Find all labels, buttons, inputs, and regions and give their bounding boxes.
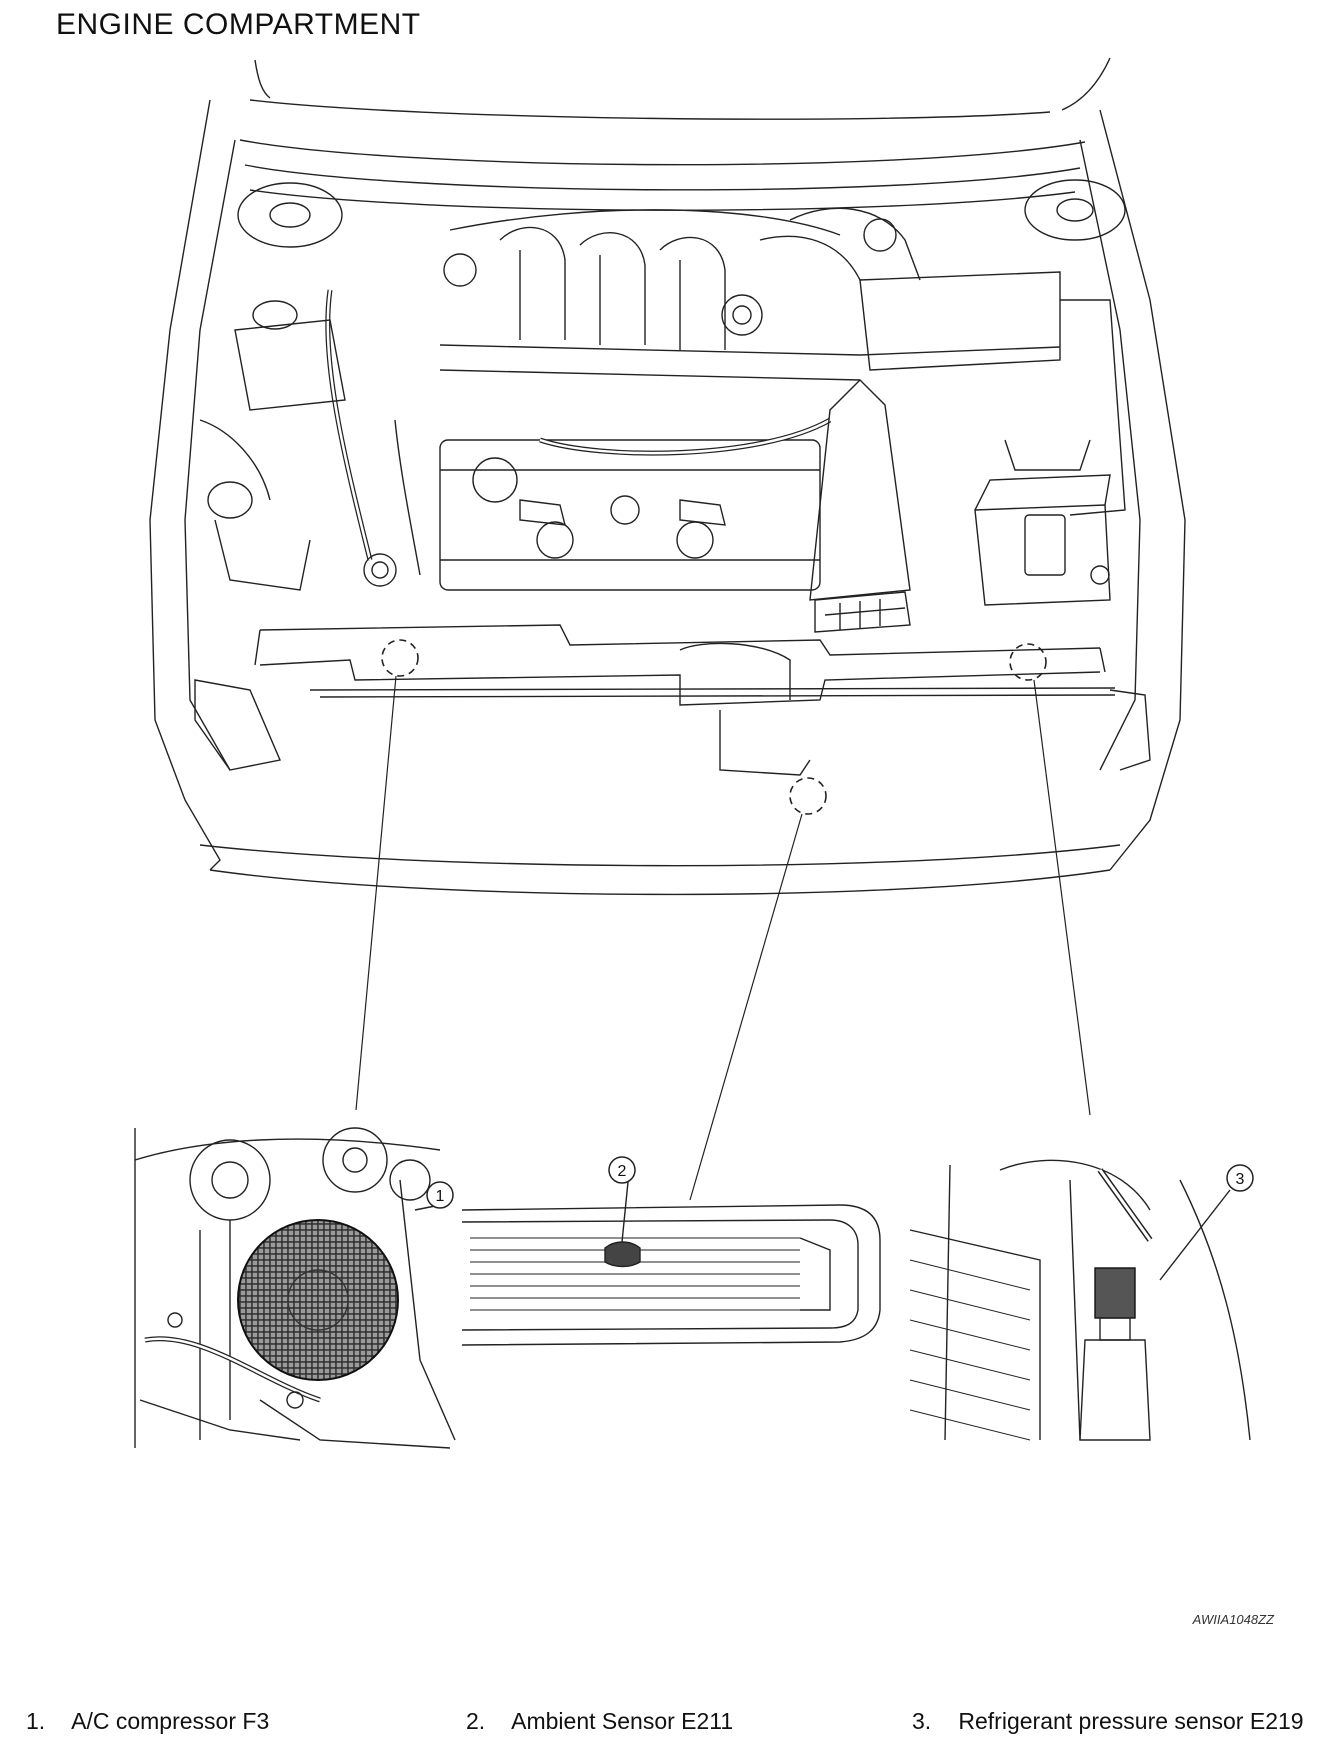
callout-marker-2: 2 xyxy=(618,1163,627,1180)
legend-item-3: 3. Refrigerant pressure sensor E219 xyxy=(912,1708,1304,1735)
legend-number: 3. xyxy=(912,1708,932,1734)
callout-marker-3: 3 xyxy=(1236,1171,1245,1188)
detail-ac-compressor xyxy=(134,1127,456,1449)
callout-markers xyxy=(414,1156,1254,1211)
legend-item-1: 1. A/C compressor F3 xyxy=(26,1708,269,1735)
detail-ambient-sensor xyxy=(461,1181,881,1346)
legend-number: 2. xyxy=(466,1708,486,1734)
legend-label: Ambient Sensor E211 xyxy=(511,1708,734,1734)
callout-marker-1: 1 xyxy=(436,1188,445,1205)
location-markers xyxy=(381,639,1047,815)
legend-label: Refrigerant pressure sensor E219 xyxy=(958,1708,1304,1734)
detail-refrigerant-sensor xyxy=(909,1159,1251,1441)
engine-block xyxy=(325,207,921,591)
core-support xyxy=(194,624,1151,776)
right-components xyxy=(809,271,1126,633)
engine-bay-outline xyxy=(149,57,1186,896)
page-title: ENGINE COMPARTMENT xyxy=(56,8,421,41)
left-components xyxy=(199,300,397,591)
figure-id: AWIIA1048ZZ xyxy=(1192,1612,1274,1627)
legend-label: A/C compressor F3 xyxy=(71,1708,270,1734)
legend-number: 1. xyxy=(26,1708,46,1734)
legend-item-2: 2. Ambient Sensor E211 xyxy=(466,1708,733,1735)
leader-lines xyxy=(355,675,1091,1201)
